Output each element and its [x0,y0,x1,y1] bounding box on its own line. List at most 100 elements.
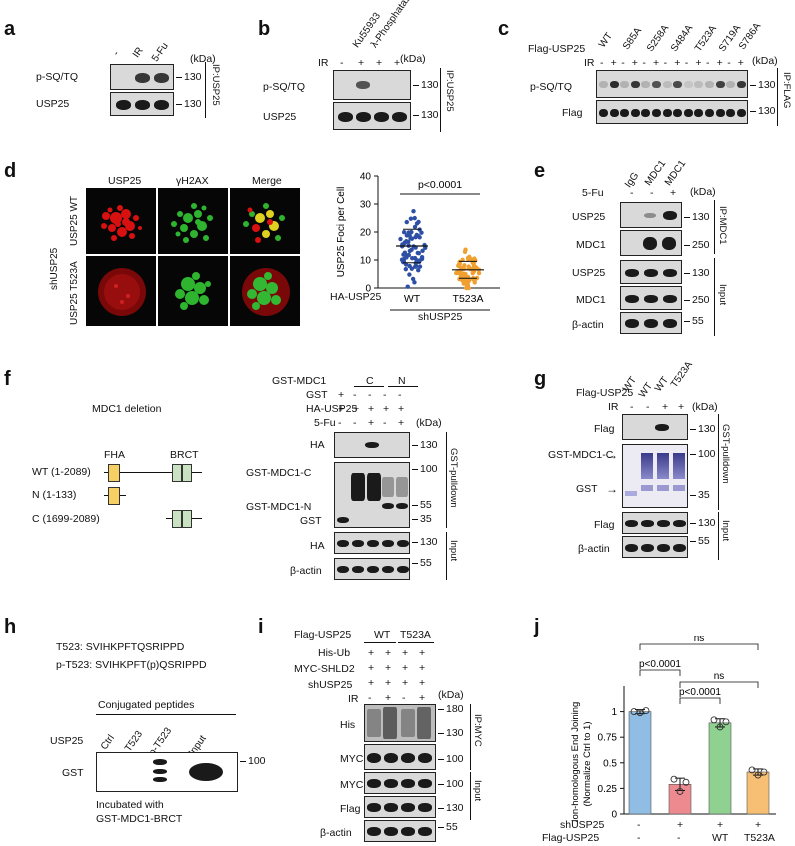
header-label: MYC-SHLD2 [294,663,355,675]
y-tick-label: 0 [365,284,371,295]
ir-label: IR [318,57,329,69]
significance-bracket [639,669,681,676]
data-point [423,245,428,251]
blot-label: HA [310,439,325,451]
mw-marker: 100 [438,779,464,790]
blot-g-flag-input [622,512,688,534]
lane-label: S258A [644,23,672,54]
band [652,109,661,117]
brct-domain [172,510,182,528]
sign: T523A [744,832,775,844]
data-point [754,771,762,779]
sign: - [368,692,372,704]
column-label: USP25 [108,175,142,187]
domain-label: FHA [104,449,125,461]
band [726,81,736,88]
mw-marker: 130 [412,440,438,451]
input-label: Input [717,284,728,306]
arrow-icon: → [606,482,618,496]
blot-label: Flag [594,519,615,531]
significance-label: ns [714,671,725,682]
blot-label: Flag [594,423,615,435]
sign: + [368,647,375,659]
blot-label: GST [300,515,322,527]
sign: + [385,692,392,704]
micrograph-h2ax-wt [158,188,228,254]
lane-label: T523A [692,23,719,54]
bar [708,722,732,815]
row-label: MDC1 [576,239,606,251]
header-label: His-Ub [318,647,351,659]
data-point [414,232,419,238]
construct-label: N (1-133) [32,489,77,501]
data-point [416,219,421,225]
data-point [412,224,418,230]
mw-marker: 100 [438,754,464,765]
header-label: IR [348,693,359,705]
sign: + [383,403,390,415]
micrograph-usp25-wt [86,188,156,254]
significance-bracket [679,681,759,688]
band [673,81,683,88]
sign: + [610,57,617,69]
sequence-line: T523: SVIHKPFTQSRIPPD [56,641,185,653]
construct-label: Flag-USP25 [576,387,634,399]
group-sub-label: shUSP25 [418,311,463,323]
row-label: Flag [562,107,583,119]
sign: + [376,57,383,69]
data-point [676,788,684,795]
construct-label: Flag-USP25 [528,43,586,55]
band [705,109,714,117]
band [673,109,683,117]
sign: + [338,403,345,415]
y-tick-label: 0.25 [598,784,618,795]
blot-label: Flag [340,803,361,815]
micrograph-merge-t523a [230,256,300,326]
y-tick-label: 10 [360,256,372,267]
significance-label: ns [694,636,705,644]
significance-label: p<0.0001 [679,687,721,698]
lane-label: 5-Fu [149,40,171,64]
sign: - [630,187,634,199]
blot-c-flag [596,100,748,124]
lane-label: S85A [620,25,645,52]
blot-label: GST [62,767,84,779]
data-point [462,249,468,254]
lane-label: T523 [122,729,146,754]
sign: + [677,819,684,831]
lane-label: MDC1 [642,158,669,188]
row-label: p-SQ/TQ [530,81,573,93]
band [641,81,651,88]
mw-marker: 35 [690,490,710,501]
y-axis-label: USP25 Foci per Cell [336,187,347,278]
lane-label: S484A [668,23,696,54]
sign: - [677,832,681,844]
data-point [417,258,422,263]
mw-marker: 55 [684,316,704,327]
row-label: Flag-USP25 [542,832,600,844]
data-point [760,768,768,776]
sign: - [398,389,402,401]
data-point [466,285,472,291]
row-label: MDC1 [576,294,606,306]
mw-marker: 100 [690,449,716,460]
lane-label: T523A [668,359,695,390]
sign: + [398,403,405,415]
panel-label-e: e [534,160,546,182]
data-point [402,250,408,255]
data-point [457,262,462,267]
kda-label: (kDa) [692,401,718,413]
lane-label: S719A [716,23,744,54]
band [630,81,640,88]
sign: + [368,403,375,415]
blot-label: β-actin [290,565,322,577]
band [599,109,608,117]
band [705,81,714,88]
mw-marker: 130 [438,803,464,814]
sign: + [419,692,426,704]
sign: + [368,417,375,429]
domain-label: BRCT [170,449,199,461]
sign: + [358,57,365,69]
caption: Incubated with [96,799,164,811]
sign: + [385,677,392,689]
